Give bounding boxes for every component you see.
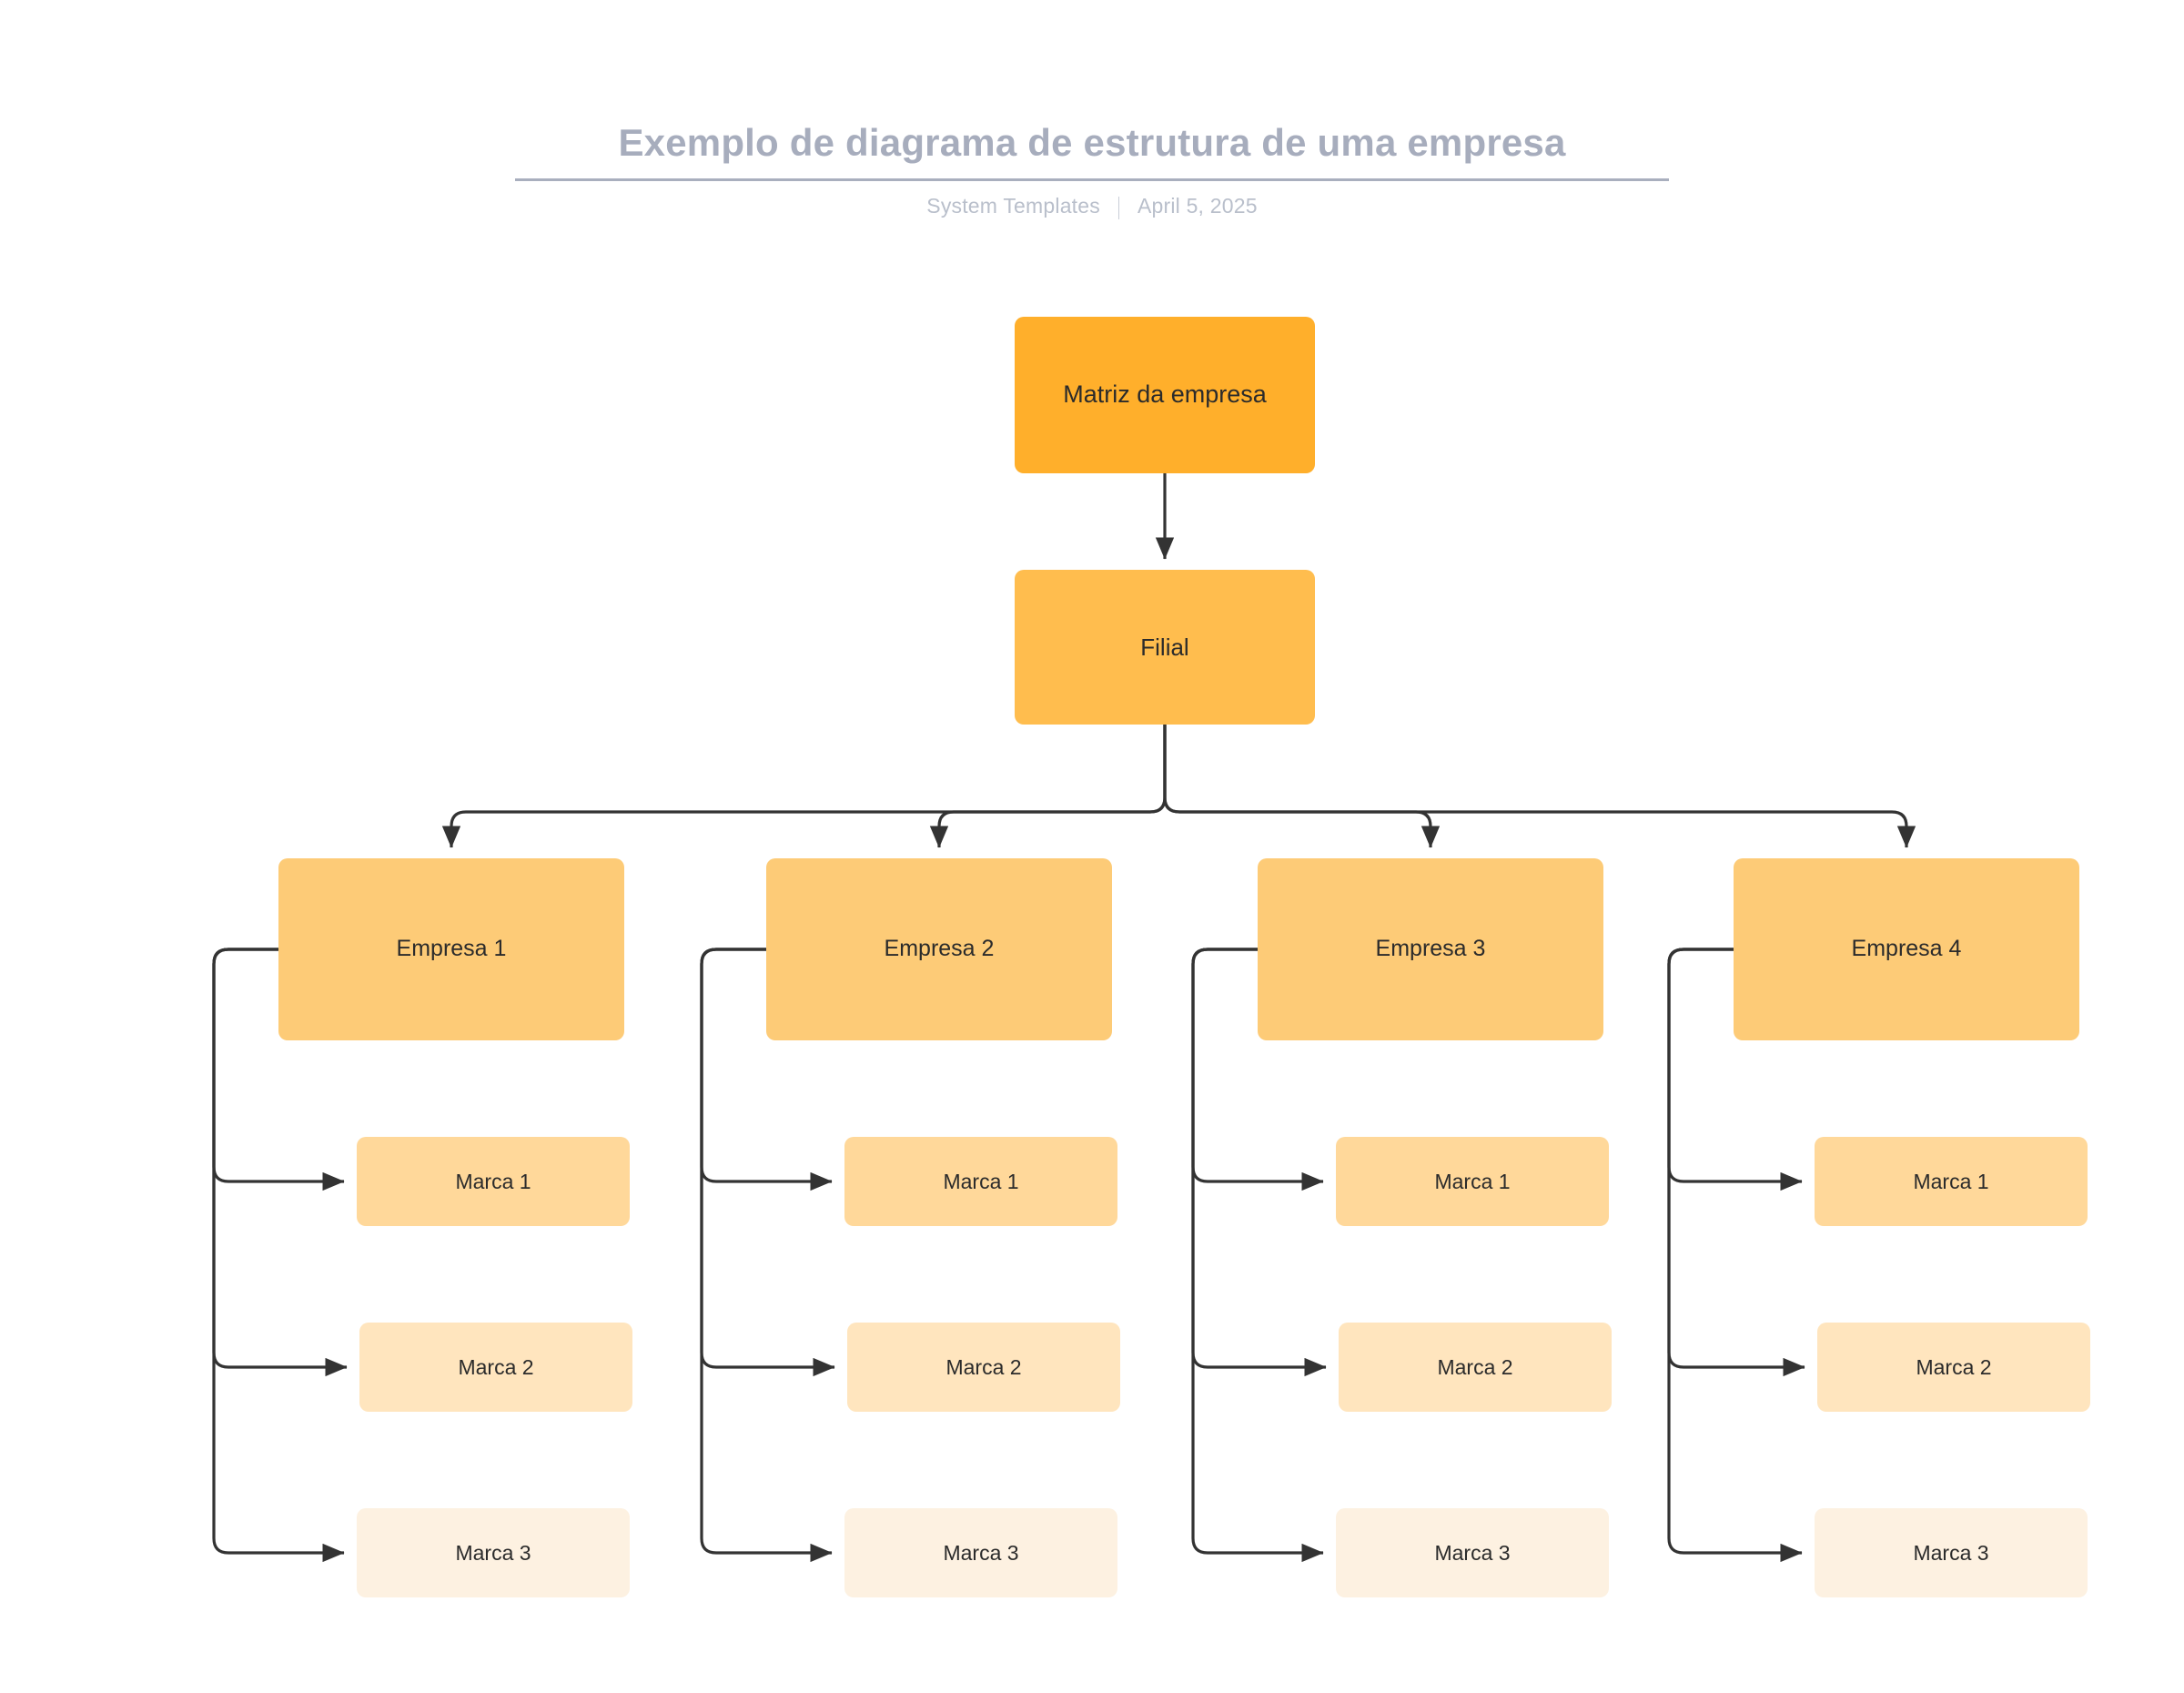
node-u1m1[interactable]: Marca 1 <box>357 1137 630 1226</box>
node-label: Empresa 1 <box>396 936 507 962</box>
connector-branch-to-u2 <box>929 725 1167 848</box>
node-label: Marca 1 <box>455 1169 531 1193</box>
title-divider <box>515 178 1669 182</box>
node-u3[interactable]: Empresa 3 <box>1258 858 1603 1040</box>
subtitle-separator <box>1117 197 1119 220</box>
document-subtitle: System Templates April 5, 2025 <box>0 194 2184 220</box>
node-branch[interactable]: Filial <box>1015 570 1315 725</box>
node-label: Marca 2 <box>945 1354 1022 1379</box>
node-label: Marca 2 <box>458 1354 534 1379</box>
node-u3m3[interactable]: Marca 3 <box>1336 1508 1609 1597</box>
node-u2m1[interactable]: Marca 1 <box>844 1137 1117 1226</box>
document-author: System Templates <box>926 194 1100 218</box>
node-u4m3[interactable]: Marca 3 <box>1815 1508 2088 1597</box>
node-label: Marca 3 <box>943 1540 1019 1565</box>
node-label: Matriz da empresa <box>1063 380 1267 409</box>
connector-branch-to-u1 <box>441 725 1167 848</box>
node-label: Marca 2 <box>1437 1354 1513 1379</box>
node-u4m2[interactable]: Marca 2 <box>1817 1323 2090 1412</box>
node-label: Marca 3 <box>1913 1540 1989 1565</box>
node-root[interactable]: Matriz da empresa <box>1015 317 1315 473</box>
page-title: Exemplo de diagrama de estrutura de uma … <box>618 121 1566 164</box>
node-u4[interactable]: Empresa 4 <box>1734 858 2079 1040</box>
node-u1m3[interactable]: Marca 3 <box>357 1508 630 1597</box>
node-label: Empresa 2 <box>884 936 995 962</box>
document-header: Exemplo de diagrama de estrutura de uma … <box>0 0 2184 220</box>
node-u2m2[interactable]: Marca 2 <box>847 1323 1120 1412</box>
node-label: Marca 1 <box>1913 1169 1989 1193</box>
node-label: Marca 2 <box>1916 1354 1992 1379</box>
node-label: Filial <box>1140 633 1189 661</box>
document-date: April 5, 2025 <box>1137 194 1258 218</box>
node-u2m3[interactable]: Marca 3 <box>844 1508 1117 1597</box>
node-label: Empresa 3 <box>1375 936 1486 962</box>
node-u1m2[interactable]: Marca 2 <box>359 1323 632 1412</box>
node-u2[interactable]: Empresa 2 <box>766 858 1112 1040</box>
node-u3m1[interactable]: Marca 1 <box>1336 1137 1609 1226</box>
node-label: Marca 3 <box>455 1540 531 1565</box>
node-label: Empresa 4 <box>1851 936 1962 962</box>
node-u4m1[interactable]: Marca 1 <box>1815 1137 2088 1226</box>
node-u3m2[interactable]: Marca 2 <box>1339 1323 1612 1412</box>
node-label: Marca 3 <box>1434 1540 1511 1565</box>
node-u1[interactable]: Empresa 1 <box>278 858 624 1040</box>
connector-branch-to-u3 <box>1163 725 1441 848</box>
connector-branch-to-u4 <box>1163 725 1916 848</box>
node-label: Marca 1 <box>1434 1169 1511 1193</box>
node-label: Marca 1 <box>943 1169 1019 1193</box>
